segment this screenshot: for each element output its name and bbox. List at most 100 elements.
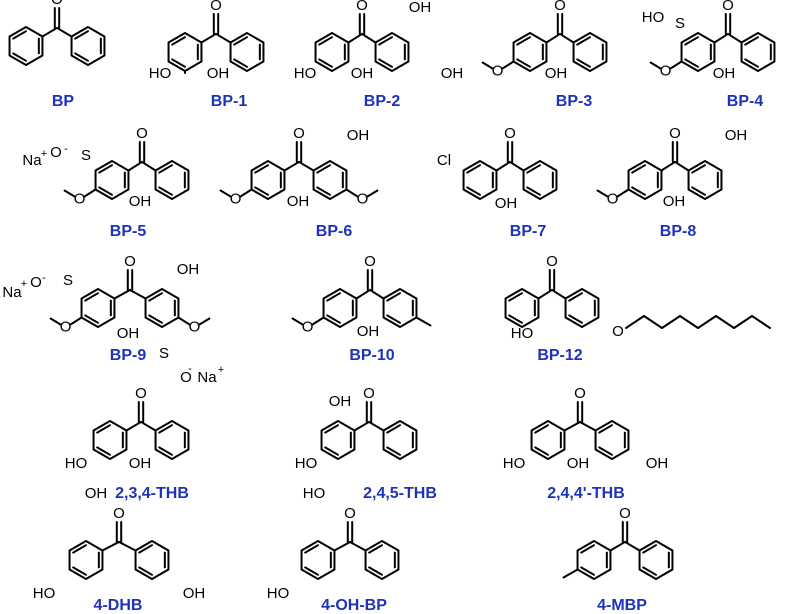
bond [526, 164, 541, 174]
bond [72, 544, 87, 554]
compound-label: BP-5 [110, 223, 147, 240]
bond [684, 58, 699, 68]
bond [369, 288, 385, 300]
bond [368, 544, 383, 554]
bond [353, 420, 370, 432]
substituent-label: HO [65, 455, 88, 472]
bond [642, 544, 657, 554]
bond [576, 58, 591, 68]
compound-label: BP-9 [110, 347, 147, 364]
compound-4-MBP: O 4-MBP [562, 505, 674, 614]
benzene-ring [638, 540, 674, 580]
substituent-label: OH [129, 455, 152, 472]
methoxy-oxygen-label: O [357, 191, 369, 208]
bond [481, 61, 494, 70]
bond [649, 61, 662, 70]
bond [158, 424, 173, 434]
bond [551, 288, 567, 300]
carbonyl-oxygen-label: O [344, 505, 356, 522]
carbonyl-oxygen-label: O [113, 505, 125, 522]
bond [534, 446, 549, 456]
bond [138, 566, 153, 576]
carbonyl-oxygen-label: O [619, 505, 631, 522]
bond [576, 36, 591, 46]
bond [324, 446, 339, 456]
bond [158, 164, 173, 174]
bond [304, 566, 319, 576]
carbonyl-oxygen-label: O [574, 385, 586, 402]
bond [631, 186, 646, 196]
bond [744, 58, 759, 68]
bond [596, 189, 609, 198]
bond [751, 315, 771, 329]
carbonyl-oxygen-label: O [364, 253, 376, 270]
bond [49, 317, 62, 326]
bond [233, 58, 248, 68]
bond [368, 566, 383, 576]
bond [733, 315, 753, 329]
substituent-label: S [81, 147, 91, 164]
carbonyl-oxygen-label: O [504, 125, 516, 142]
bond [368, 420, 385, 432]
substituent-label: Cl [437, 152, 451, 169]
carbonyl-oxygen-label: O [135, 385, 147, 402]
substituent-label: OH [725, 127, 748, 144]
bond [72, 566, 87, 576]
benzene-ring [68, 540, 104, 580]
benzene-ring [167, 32, 203, 72]
compound-label: 4-MBP [597, 597, 647, 614]
bond [715, 315, 735, 329]
bond [580, 544, 595, 554]
carbonyl-oxygen-label: O [722, 0, 734, 14]
bond [679, 315, 699, 329]
substituent-label: HO [267, 585, 290, 602]
carbonyl-oxygen-label: O [210, 0, 222, 14]
bond [158, 186, 173, 196]
bond [534, 424, 549, 434]
substituent-label: O [50, 144, 62, 161]
bond [215, 32, 232, 44]
benzene-ring [594, 420, 630, 460]
bond [516, 58, 531, 68]
bond [291, 317, 304, 326]
bond [501, 60, 515, 70]
bond [233, 36, 248, 46]
substituent-label: HO [295, 455, 318, 472]
bond [563, 420, 581, 432]
substituent-label: OH [117, 325, 140, 342]
benzene-ring [144, 288, 180, 328]
bond [580, 566, 595, 576]
bond [355, 288, 371, 300]
benzene-ring [382, 288, 418, 328]
compound-label: BP-12 [537, 347, 582, 364]
substituent-label: OH [663, 193, 686, 210]
bond [727, 32, 743, 44]
bond [171, 58, 186, 68]
bond [63, 189, 76, 198]
substituent-label: OH [177, 261, 200, 278]
benzene-ring [8, 26, 44, 66]
methoxy-oxygen-label: O [60, 319, 72, 336]
benzene-ring [70, 26, 106, 66]
bond [177, 316, 191, 326]
bond [559, 32, 575, 44]
bond [378, 36, 393, 46]
benzene-ring [364, 540, 400, 580]
substituent-label: OH [646, 455, 669, 472]
bond [661, 315, 681, 329]
bond [316, 164, 331, 174]
bond [568, 292, 583, 302]
benzene-ring [300, 540, 336, 580]
bond [347, 32, 363, 44]
compound-label: 2,3,4-THB [115, 485, 189, 502]
substituent-label: HO [303, 485, 326, 502]
bond [254, 186, 269, 196]
compound-label: BP-2 [364, 93, 401, 110]
benzene-ring [320, 420, 356, 460]
